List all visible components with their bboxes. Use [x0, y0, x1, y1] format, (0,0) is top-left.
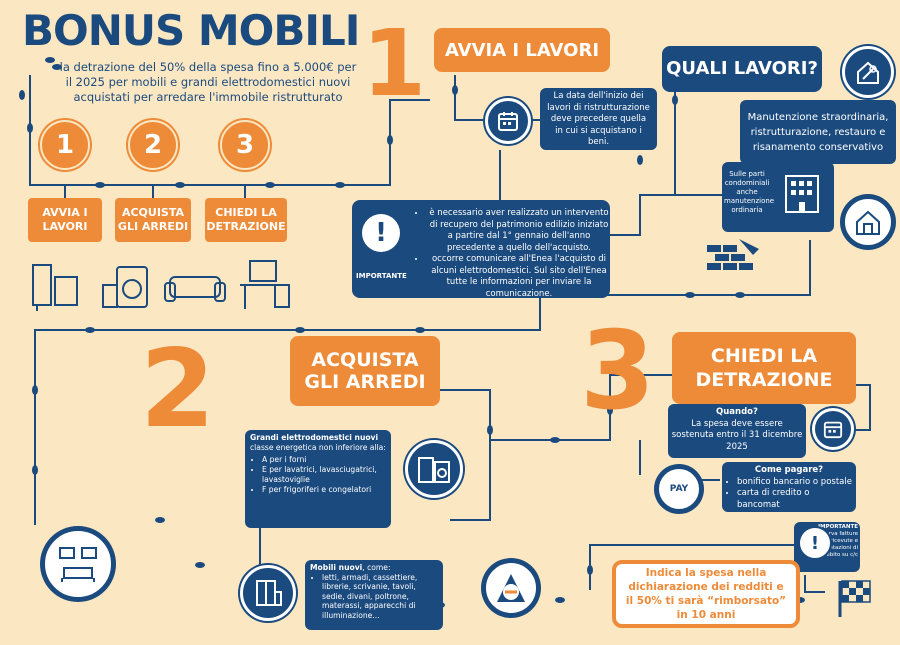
- importante-item: occorre comunicare all'Enea l'acquisto d…: [426, 254, 612, 300]
- appliance-item: F per frigoriferi e congelatori: [262, 485, 386, 495]
- furniture-list: letti, armadi, cassettiere, librerie, sc…: [310, 573, 438, 621]
- condo-note: Sulle parti condominiali anche manutenzi…: [724, 170, 775, 214]
- step2-title-line1: ACQUISTA: [311, 349, 419, 371]
- step3-title-line2: DETRAZIONE: [695, 369, 833, 391]
- house-tools-icon: [842, 46, 894, 98]
- checkered-flag-icon: [838, 580, 871, 617]
- overview-label-3: CHIEDI LA DETRAZIONE: [205, 198, 287, 242]
- appliances-icon: [405, 440, 463, 498]
- step3-title-line1: CHIEDI LA: [710, 345, 818, 367]
- pay-item: carta di credito o bancomat: [737, 488, 853, 511]
- important-note-text: Conserva fatture ricevute e documentazio…: [807, 531, 858, 558]
- important-note-label: IMPORTANTE: [818, 524, 858, 530]
- step1-date-note: La data dell'inizio dei lavori di ristru…: [540, 88, 657, 150]
- building-icon: [785, 175, 819, 213]
- furniture-item: letti, armadi, cassettiere, librerie, sc…: [322, 573, 438, 621]
- final-text-1: Indica la spesa nella dichiarazione dei …: [625, 567, 784, 607]
- step2-title-line2: GLI ARREDI: [304, 371, 426, 393]
- furniture-intro: , come:: [362, 563, 391, 572]
- overview-number-1: 1: [40, 120, 90, 170]
- overview-number-2: 2: [128, 120, 178, 170]
- step1-number: 1: [362, 10, 427, 117]
- step1-title: AVVIA I LAVORI: [434, 28, 610, 72]
- quali-lavori-text: Manutenzione straordinaria, ristrutturaz…: [740, 100, 896, 164]
- appliance-item: E per lavatrici, lavasciugatrici, lavast…: [262, 465, 386, 485]
- step3-title: CHIEDI LA DETRAZIONE: [672, 332, 856, 404]
- page-subtitle: la detrazione del 50% della spesa fino a…: [59, 60, 357, 104]
- bricks-trowel-icon: [707, 239, 759, 270]
- exclamation-icon-2: !: [798, 526, 832, 560]
- importante-label: IMPORTANTE: [356, 272, 407, 280]
- final-text-2: in 10 anni: [676, 609, 736, 621]
- pay-item: bonifico bancario o postale: [737, 477, 853, 489]
- importante-item: è necessario aver realizzato un interven…: [426, 208, 612, 254]
- calendar-icon: [485, 98, 531, 144]
- exclamation-icon: !: [362, 214, 400, 252]
- pay-list: bonifico bancario o postale carta di cre…: [725, 477, 853, 512]
- wardrobe-icon: [240, 565, 296, 621]
- appliances-list: A per i forni E per lavatrici, lavasciug…: [250, 455, 386, 495]
- furniture-box: Mobili nuovi, come: letti, armadi, casse…: [305, 560, 443, 630]
- appliances-heading: Grandi elettrodomestici nuovi: [250, 433, 379, 442]
- when-text: La spesa deve essere sostenuta entro il …: [671, 418, 803, 452]
- calendar-icon-2: [812, 408, 854, 450]
- step2-title: ACQUISTA GLI ARREDI: [290, 336, 440, 406]
- house-repair-icon: [842, 196, 894, 248]
- condo-note-box: Sulle parti condominiali anche manutenzi…: [722, 162, 834, 232]
- pay-card-icon: PAY: [656, 466, 702, 512]
- furniture-heading: Mobili nuovi: [310, 563, 363, 572]
- overview-furniture-icons: [32, 260, 290, 311]
- overview-label-2: ACQUISTA GLI ARREDI: [115, 198, 191, 242]
- importante-box: ! IMPORTANTE è necessario aver realizzat…: [352, 200, 612, 300]
- step2-number: 2: [140, 327, 216, 452]
- step3-number: 3: [580, 309, 656, 434]
- quali-lavori-title: QUALI LAVORI?: [662, 46, 822, 92]
- when-box: Quando? La spesa deve essere sostenuta e…: [668, 404, 806, 458]
- pay-box: Come pagare? bonifico bancario o postale…: [722, 462, 856, 512]
- when-heading: Quando?: [716, 407, 758, 417]
- pay-icon-text: PAY: [669, 484, 689, 494]
- overview-number-3: 3: [220, 120, 270, 170]
- page-title: BONUS MOBILI: [22, 6, 360, 55]
- appliances-box: Grandi elettrodomestici nuovi classe ene…: [245, 430, 391, 528]
- logo-icon: [483, 560, 539, 616]
- final-box: Indica la spesa nella dichiarazione dei …: [612, 560, 800, 628]
- importante-list: è necessario aver realizzato un interven…: [414, 208, 612, 300]
- living-room-icon: [42, 528, 114, 600]
- pay-heading: Come pagare?: [754, 465, 824, 475]
- appliances-intro: classe energetica non inferiore alla:: [250, 443, 386, 452]
- overview-label-1: AVVIA I LAVORI: [28, 198, 102, 242]
- final-quote: “rimborsato”: [707, 595, 787, 607]
- appliance-item: A per i forni: [262, 455, 386, 465]
